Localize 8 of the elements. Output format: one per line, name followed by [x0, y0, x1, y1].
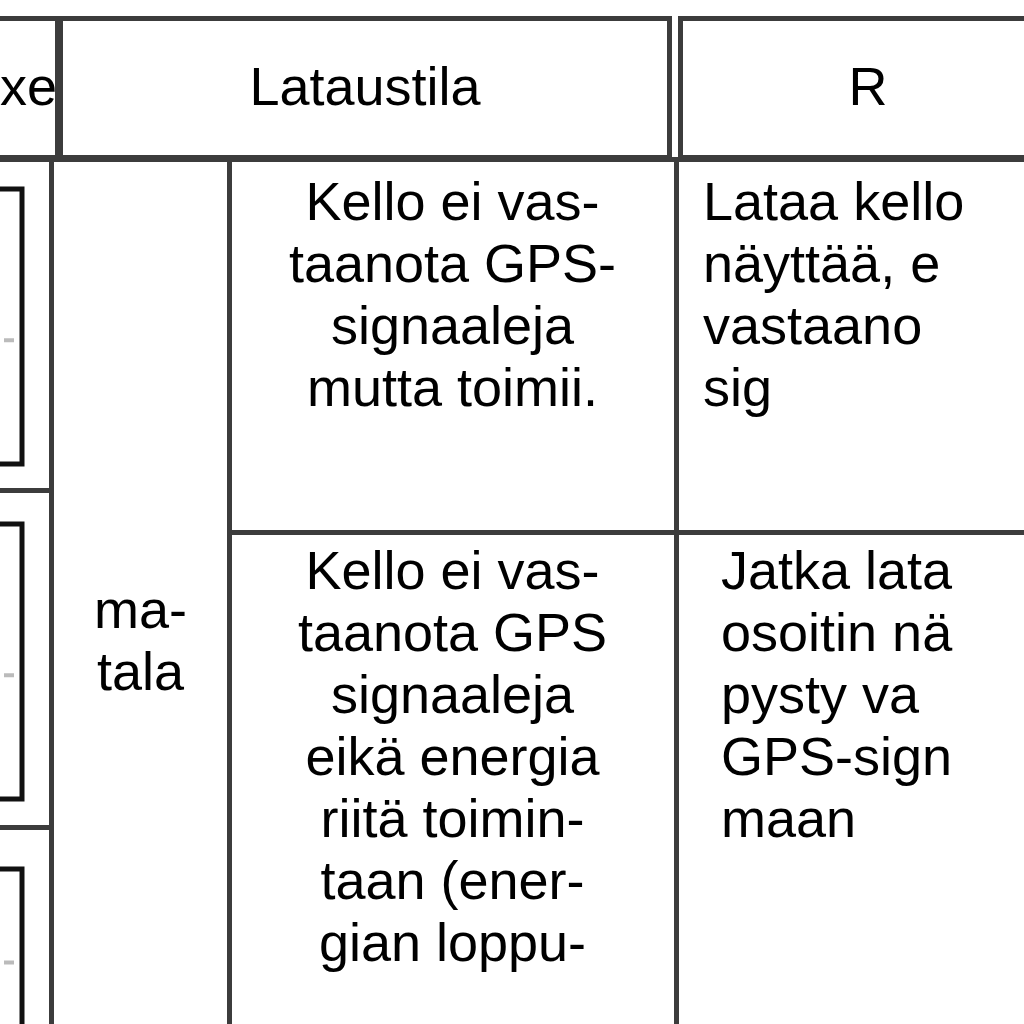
- cell-text: Lataa kello näyttää, e vastaano sig: [703, 170, 966, 418]
- column-header: xe: [0, 55, 59, 117]
- cell-text: Jatka lata osoitin nä pysty va GPS-sign maan: [721, 539, 954, 849]
- cell-text: Kello ei vas- taanota GPS signaaleja eikä energia riitä toimin- taan (ener- gian loppu-: [296, 539, 609, 973]
- cell-text: Kello ei vas- taanota GPS- signaaleja mutta toimii.: [287, 170, 618, 418]
- cell-text: ma- tala: [93, 578, 188, 702]
- column-header: Lataustila: [248, 55, 482, 117]
- column-header: R: [847, 55, 889, 117]
